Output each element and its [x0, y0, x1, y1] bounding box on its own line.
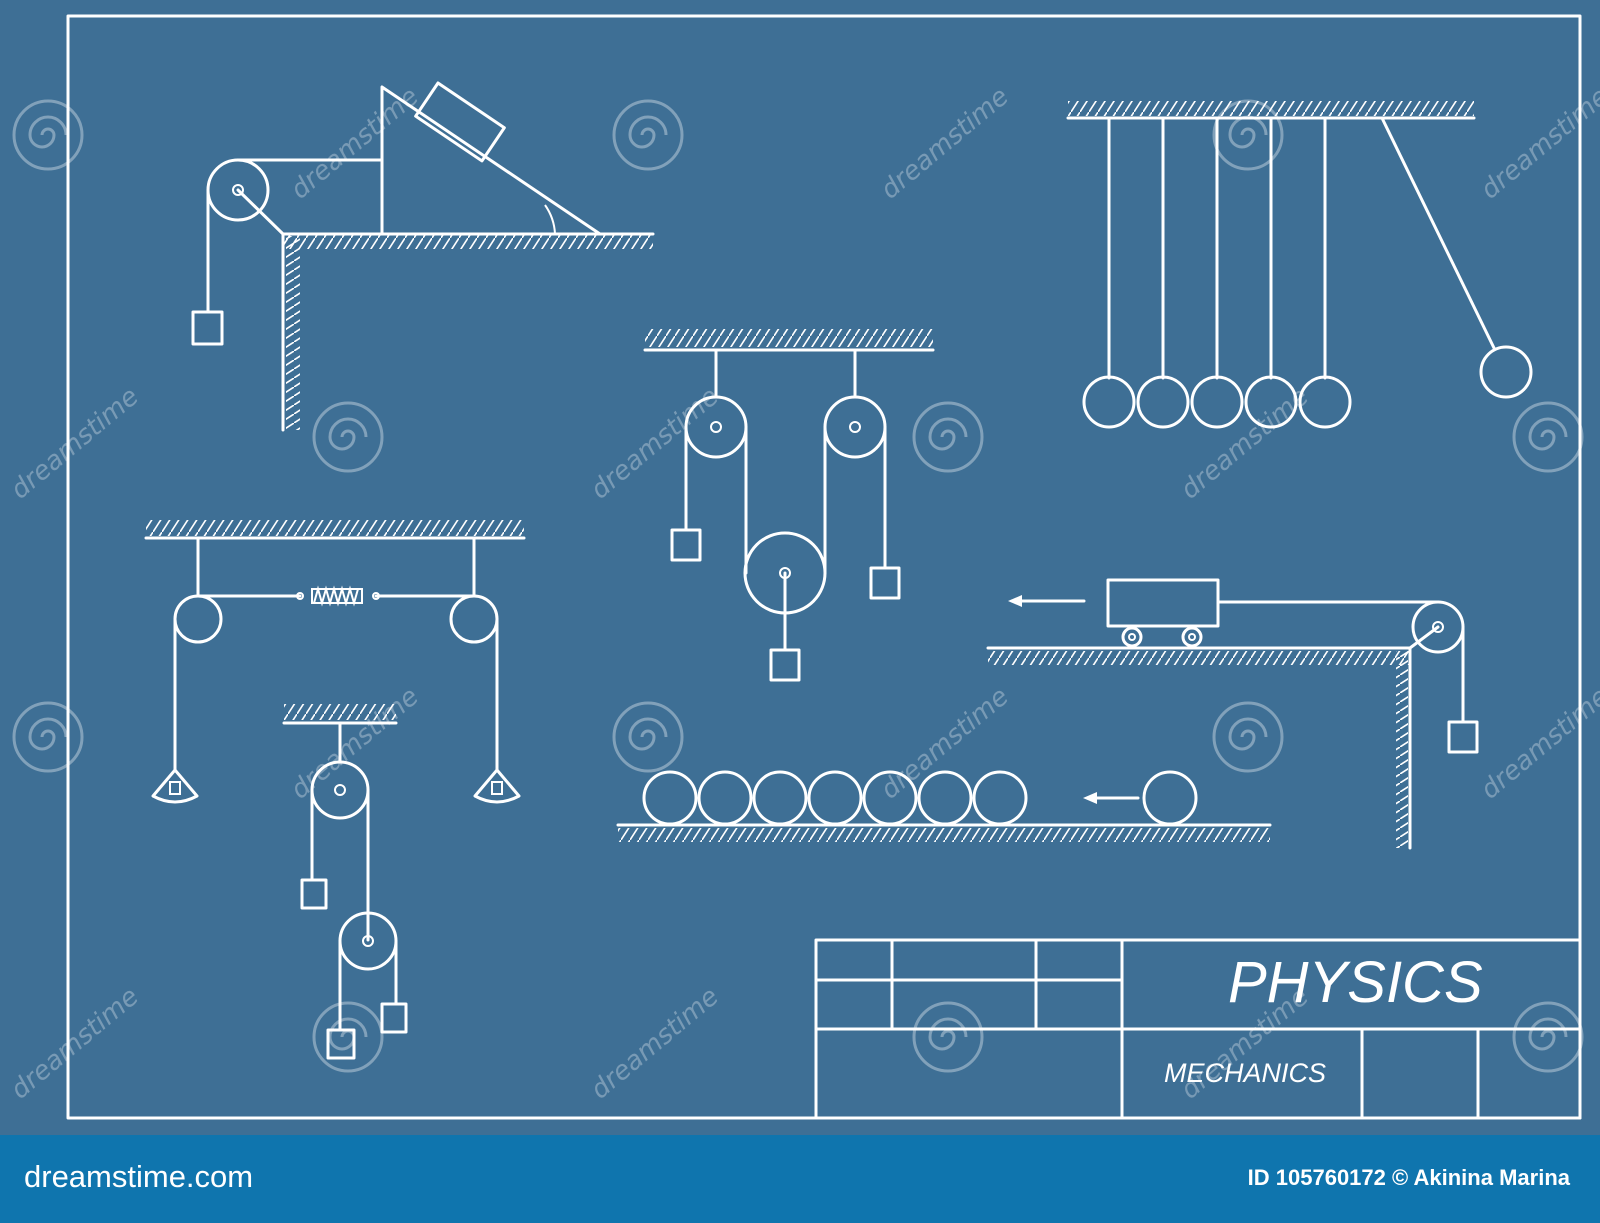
watermark-text: dreamstime	[585, 982, 724, 1106]
hanging-weight	[300, 878, 328, 910]
footer-site-logo: dreamstime.com	[24, 1159, 254, 1194]
watermark-spiral-icon	[1512, 401, 1584, 473]
hanging-weight	[380, 1002, 408, 1034]
hanging-weight	[869, 566, 901, 600]
ball	[752, 770, 808, 826]
cradle-ball	[1190, 375, 1244, 429]
hanging-weight	[1447, 720, 1479, 754]
watermark-spiral-icon	[12, 701, 84, 773]
table-side-hatch	[286, 236, 300, 430]
double-pulley-diagram	[282, 704, 408, 1060]
footer-bar: dreamstime.com ID 105760172 © Akinina Ma…	[0, 1135, 1600, 1223]
ball	[862, 770, 918, 826]
hanging-weight	[326, 1028, 356, 1060]
cradle-ball-raised	[1479, 345, 1533, 399]
ball	[972, 770, 1028, 826]
watermark-text: dreamstime	[875, 682, 1014, 806]
ball	[697, 770, 753, 826]
compound-pulley-diagram	[643, 329, 935, 682]
ball	[917, 770, 973, 826]
cradle-ball	[1244, 375, 1298, 429]
watermark-text: dreamstime	[875, 82, 1014, 206]
watermark-spiral-icon	[312, 401, 384, 473]
inclined-plane-diagram	[191, 81, 655, 432]
watermark-spiral-icon	[1512, 1001, 1584, 1073]
hanging-weight	[191, 310, 224, 346]
watermark-spiral-icon	[612, 701, 684, 773]
watermark-spiral-icon	[1212, 701, 1284, 773]
moving-ball	[1142, 770, 1198, 826]
ball	[807, 770, 863, 826]
hanging-weight	[670, 528, 702, 562]
watermark-text: dreamstime	[5, 382, 144, 506]
pulley	[173, 594, 223, 644]
spring-balance-diagram	[144, 520, 526, 804]
newtons-cradle-diagram	[1066, 101, 1533, 429]
ball	[642, 770, 698, 826]
watermark-text: dreamstime	[285, 82, 424, 206]
subtitle-text: MECHANICS	[1164, 1058, 1326, 1088]
table-hatch	[283, 235, 653, 249]
watermark-text: dreamstime	[5, 982, 144, 1106]
cradle-ball	[1136, 375, 1190, 429]
watermark-spiral-icon	[912, 401, 984, 473]
pulley	[449, 594, 499, 644]
watermark-spiral-icon	[612, 99, 684, 171]
pulley	[823, 395, 887, 459]
cart-pulley-diagram	[986, 578, 1479, 850]
watermark-text: dreamstime	[585, 382, 724, 506]
scale-pan	[151, 768, 199, 804]
cradle-ball	[1082, 375, 1136, 429]
title-block: PHYSICS MECHANICS	[814, 938, 1582, 1120]
watermark-text: dreamstime	[285, 682, 424, 806]
title-text: PHYSICS	[1228, 950, 1483, 1015]
watermark-spiral-icon	[12, 99, 84, 171]
watermark-spiral-icon	[912, 1001, 984, 1073]
cart	[1106, 578, 1220, 628]
watermark-spiral-icon	[312, 1001, 384, 1073]
block-on-incline	[414, 81, 506, 163]
watermark-spiral-icon	[1212, 99, 1284, 171]
hanging-weight	[769, 648, 801, 682]
footer-credit: ID 105760172 © Akinina Marina	[1247, 1165, 1570, 1190]
cradle-ball	[1298, 375, 1352, 429]
ball-collision-diagram	[616, 770, 1272, 842]
scale-pan	[473, 768, 521, 804]
